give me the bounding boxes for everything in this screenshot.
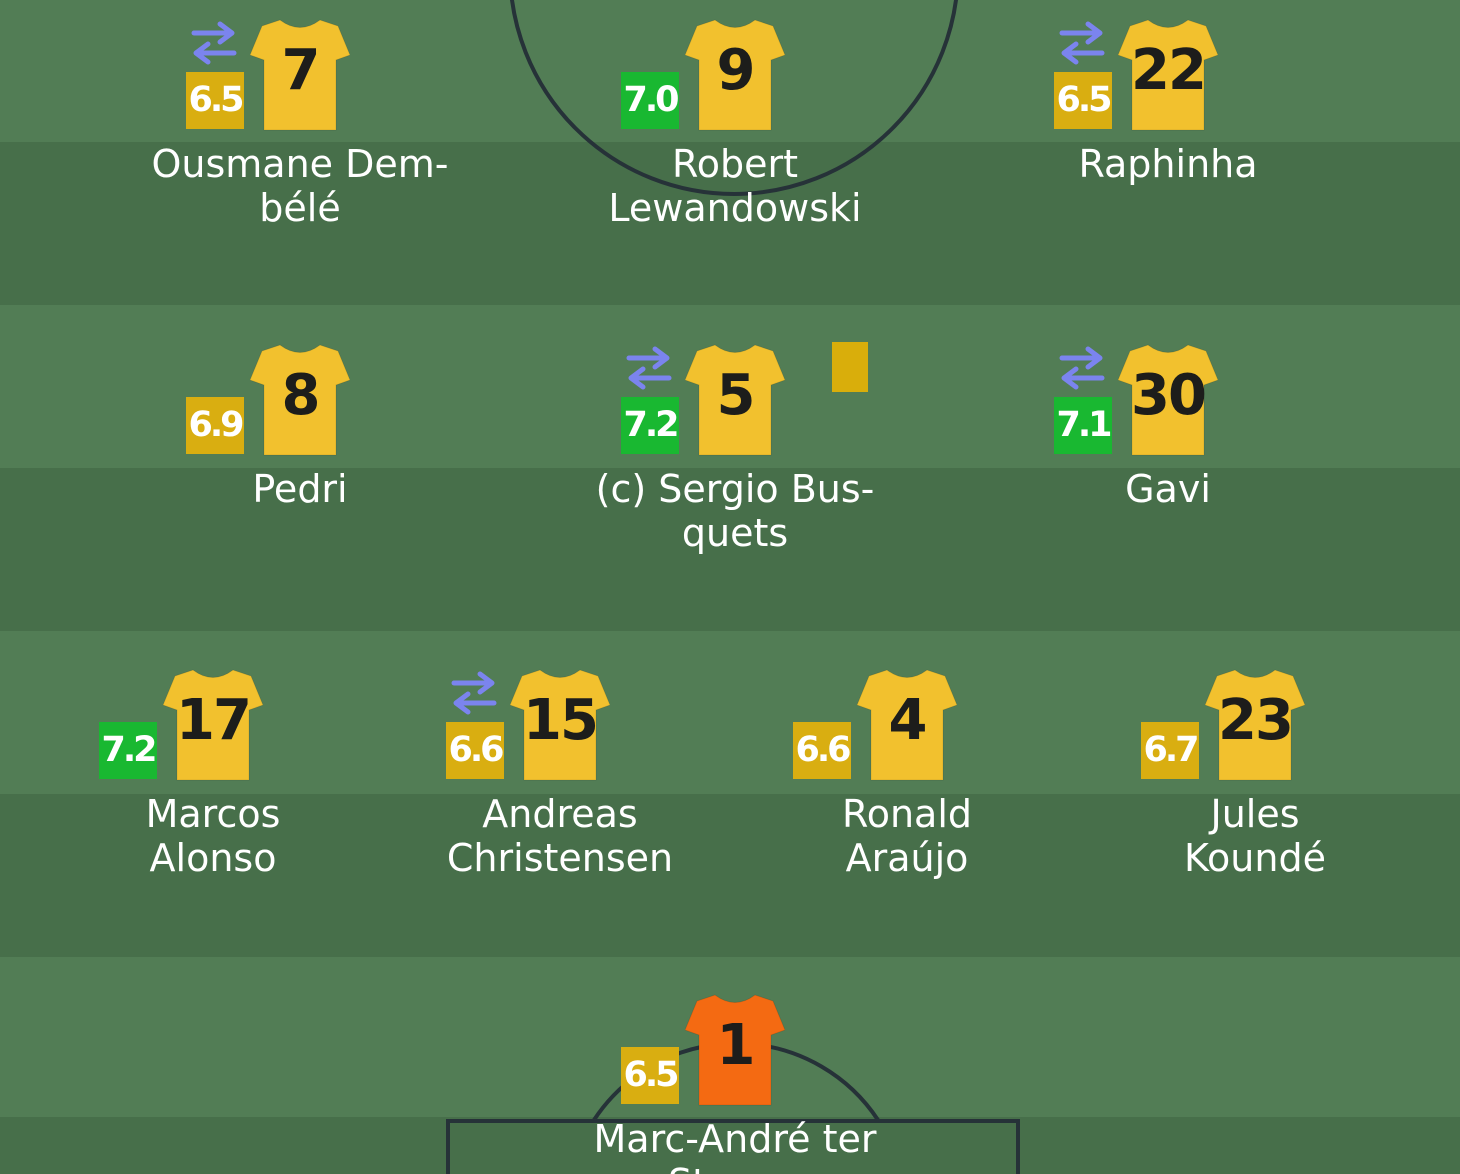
jersey-number: 4	[888, 688, 928, 753]
player-rating-badge: 6.5	[186, 72, 245, 129]
penalty-box	[446, 1119, 1020, 1174]
player-rating-badge: 6.5	[621, 1047, 680, 1104]
player-rating-badge: 6.9	[186, 397, 245, 454]
jersey-number: 7	[281, 38, 321, 103]
player-rating-badge: 7.1	[1054, 397, 1113, 454]
pitch-stripe	[0, 794, 1460, 957]
jersey-number: 23	[1218, 688, 1294, 753]
substitution-icon	[188, 17, 240, 69]
jersey-number: 17	[176, 688, 252, 753]
jersey-icon: 23	[1205, 667, 1305, 782]
jersey-number: 22	[1131, 38, 1207, 103]
jersey-number: 30	[1131, 363, 1207, 428]
jersey-icon: 9	[685, 17, 785, 132]
substitution-icon	[1056, 342, 1108, 394]
player-name: Jules Koundé	[1184, 792, 1326, 880]
yellow-card-icon	[832, 342, 868, 392]
player-rating-badge: 6.7	[1141, 722, 1200, 779]
player-name: Marcos Alonso	[145, 792, 281, 880]
substitution-icon	[448, 667, 500, 719]
jersey-number: 5	[716, 363, 756, 428]
player-rating-badge: 6.6	[446, 722, 505, 779]
jersey-icon: 4	[857, 667, 957, 782]
pitch-stripe	[0, 1117, 1460, 1174]
jersey-icon: 17	[163, 667, 263, 782]
jersey-number: 15	[523, 688, 599, 753]
jersey-icon: 5	[685, 342, 785, 457]
jersey-icon: 15	[510, 667, 610, 782]
player-rating-badge: 7.0	[621, 72, 680, 129]
lineup-player[interactable]: 5 7.2 (c) Sergio Bus- quets	[570, 342, 900, 582]
jersey-icon: 22	[1118, 17, 1218, 132]
player-rating-badge: 6.5	[1054, 72, 1113, 129]
player-name: Ronald Araújo	[842, 792, 972, 880]
player-name: Pedri	[252, 467, 348, 511]
player-name: Marc-André ter Stegen	[593, 1117, 877, 1174]
substitution-icon	[623, 342, 675, 394]
jersey-number: 1	[716, 1013, 756, 1078]
jersey-number: 8	[281, 363, 321, 428]
jersey-icon: 30	[1118, 342, 1218, 457]
substitution-icon	[1056, 17, 1108, 69]
player-name: (c) Sergio Bus- quets	[595, 467, 875, 555]
jersey-icon: 1	[685, 992, 785, 1107]
pitch-stripe	[0, 468, 1460, 631]
player-name: Raphinha	[1078, 142, 1258, 186]
player-name: Robert Lewandowski	[608, 142, 862, 230]
pitch-stripe	[0, 142, 1460, 305]
center-circle	[510, 0, 958, 196]
jersey-icon: 8	[250, 342, 350, 457]
player-name: Andreas Christensen	[446, 792, 674, 880]
player-rating-badge: 7.2	[621, 397, 680, 454]
jersey-icon: 7	[250, 17, 350, 132]
player-name: Ousmane Dem- bélé	[151, 142, 449, 230]
jersey-number: 9	[716, 38, 756, 103]
player-rating-badge: 6.6	[793, 722, 852, 779]
player-rating-badge: 7.2	[99, 722, 158, 779]
player-name: Gavi	[1125, 467, 1211, 511]
